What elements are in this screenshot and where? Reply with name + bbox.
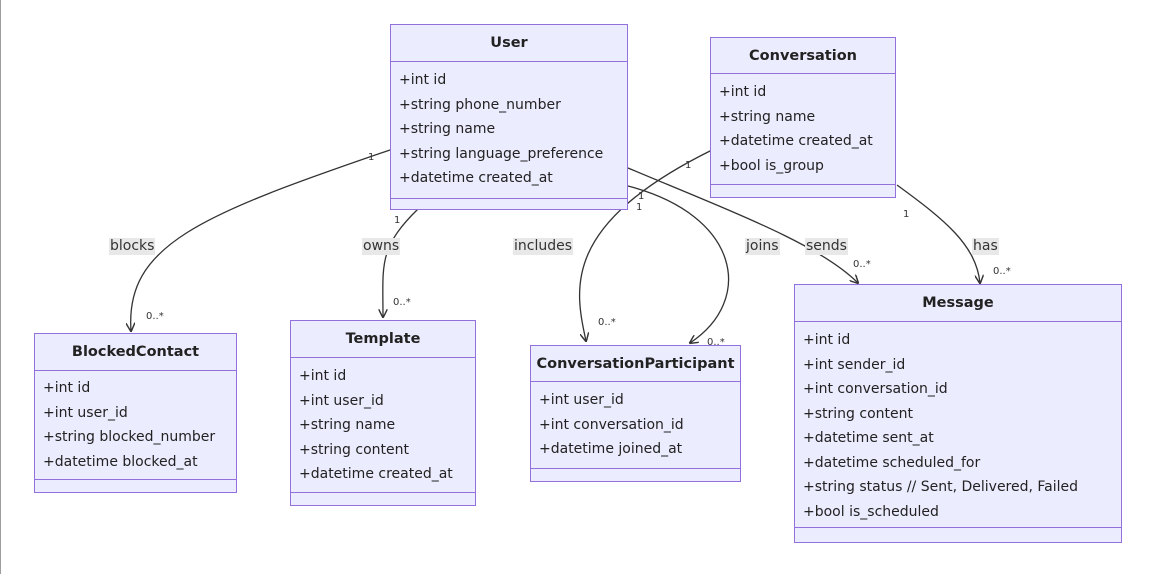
edge-blocks <box>131 149 391 331</box>
attribute: +datetime created_at <box>299 466 453 482</box>
attribute: +datetime created_at <box>399 170 553 186</box>
class-message-attributes: +int id +int sender_id +int conversation… <box>795 322 1121 524</box>
attribute: +string language_preference <box>399 145 604 162</box>
class-blocked-contact-title: BlockedContact <box>35 334 236 371</box>
attribute: +int user_id <box>43 404 128 421</box>
mult-includes-to: 0..* <box>598 317 616 328</box>
attribute: +int id <box>299 368 347 384</box>
class-conversation-participant-methods <box>531 468 740 481</box>
attribute: +datetime scheduled_for <box>803 454 981 471</box>
mult-includes-from: 1 <box>685 160 691 171</box>
class-conversation-participant[interactable]: ConversationParticipant +int user_id +in… <box>530 345 741 482</box>
attribute: +bool is_scheduled <box>803 503 939 520</box>
class-template-attributes: +int id +int user_id +string name +strin… <box>291 358 475 487</box>
attribute: +string phone_number <box>399 96 561 113</box>
attribute: +string status // Sent, Delivered, Faile… <box>803 479 1079 495</box>
mult-sends-from: 1 <box>638 191 644 202</box>
attribute: +string content <box>803 405 913 422</box>
class-blocked-contact-attributes: +int id +int user_id +string blocked_num… <box>35 371 236 474</box>
mult-has-to: 0..* <box>993 266 1011 277</box>
mult-owns-to: 0..* <box>393 297 411 308</box>
attribute: +int id <box>399 72 447 88</box>
class-user-attributes: +int id +string phone_number +string nam… <box>391 62 627 191</box>
class-conversation-participant-attributes: +int user_id +int conversation_id +datet… <box>531 382 740 462</box>
edge-has <box>896 184 980 283</box>
mult-has-from: 1 <box>903 209 909 220</box>
attribute: +int conversation_id <box>539 416 684 433</box>
mult-joins-from: 1 <box>636 202 642 213</box>
class-template[interactable]: Template +int id +int user_id +string na… <box>290 320 476 506</box>
class-conversation-methods <box>711 184 895 197</box>
mult-sends-to: 0..* <box>853 259 871 270</box>
class-template-title: Template <box>291 321 475 358</box>
class-message-title: Message <box>795 285 1121 322</box>
class-conversation-attributes: +int id +string name +datetime created_a… <box>711 74 895 178</box>
class-message[interactable]: Message +int id +int sender_id +int conv… <box>794 284 1122 543</box>
attribute: +int user_id <box>539 392 624 408</box>
mult-blocks-from: 1 <box>368 152 374 163</box>
attribute: +datetime blocked_at <box>43 453 198 470</box>
class-conversation-title: Conversation <box>711 38 895 74</box>
edge-includes <box>578 149 713 341</box>
edge-owns <box>383 208 419 317</box>
attribute: +string name <box>299 417 396 433</box>
class-user-methods <box>391 198 627 209</box>
class-conversation-participant-title: ConversationParticipant <box>531 346 740 382</box>
attribute: +int user_id <box>299 392 384 409</box>
attribute: +datetime sent_at <box>803 430 934 446</box>
class-conversation[interactable]: Conversation +int id +string name +datet… <box>710 37 896 198</box>
attribute: +datetime joined_at <box>539 441 683 457</box>
relation-label-blocks: blocks <box>109 238 156 255</box>
class-message-methods <box>795 527 1121 542</box>
relation-label-owns: owns <box>362 238 401 255</box>
attribute: +string name <box>719 108 816 125</box>
attribute: +int id <box>43 380 91 396</box>
class-template-methods <box>291 492 475 505</box>
relation-label-joins: joins <box>745 238 780 255</box>
relation-label-includes: includes <box>513 238 574 255</box>
attribute: +int sender_id <box>803 356 906 373</box>
mult-joins-to: 0..* <box>707 337 725 348</box>
attribute: +int conversation_id <box>803 381 948 397</box>
mult-owns-from: 1 <box>394 215 400 226</box>
attribute: +datetime created_at <box>719 133 873 149</box>
relation-label-has: has <box>972 238 999 255</box>
canvas-border <box>0 0 1 574</box>
edge-sends <box>627 167 858 283</box>
attribute: +int id <box>719 84 767 100</box>
mult-blocks-to: 0..* <box>146 311 164 322</box>
class-user[interactable]: User +int id +string phone_number +strin… <box>390 24 628 210</box>
attribute: +string content <box>299 441 409 458</box>
class-blocked-contact-methods <box>35 479 236 492</box>
class-user-title: User <box>391 25 627 62</box>
attribute: +bool is_group <box>719 157 824 174</box>
attribute: +int id <box>803 332 851 348</box>
attribute: +string blocked_number <box>43 429 216 445</box>
class-blocked-contact[interactable]: BlockedContact +int id +int user_id +str… <box>34 333 237 493</box>
edge-joins <box>627 185 730 343</box>
relation-label-sends: sends <box>805 238 848 255</box>
attribute: +string name <box>399 121 496 137</box>
